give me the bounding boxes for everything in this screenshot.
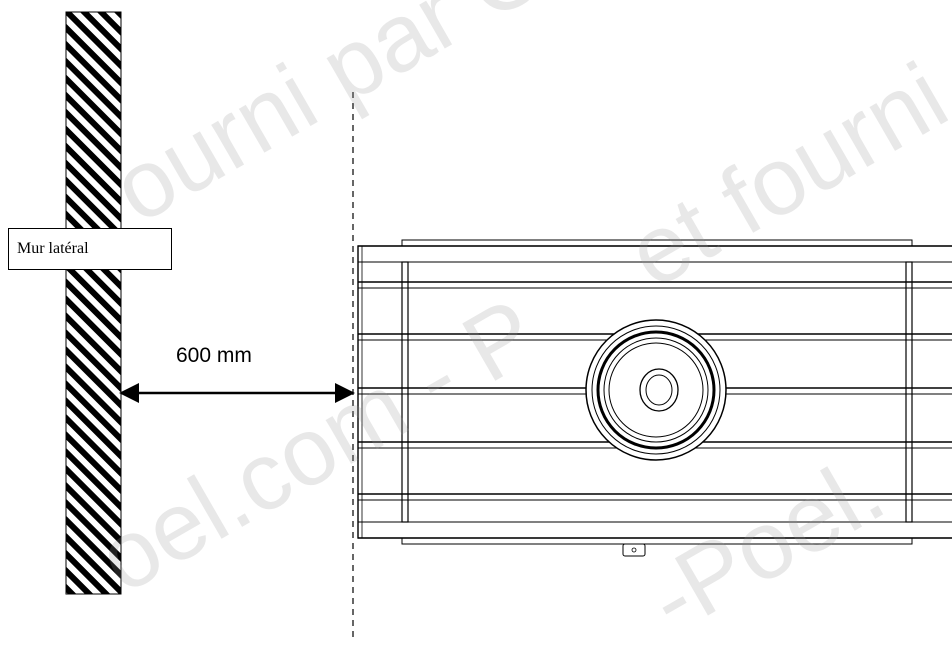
side-wall xyxy=(65,11,122,595)
clearance-diagram xyxy=(65,11,952,640)
wall-label: Mur latéral xyxy=(8,228,172,270)
projector-top-view xyxy=(357,239,952,557)
distance-label: 600 mm xyxy=(176,344,252,367)
